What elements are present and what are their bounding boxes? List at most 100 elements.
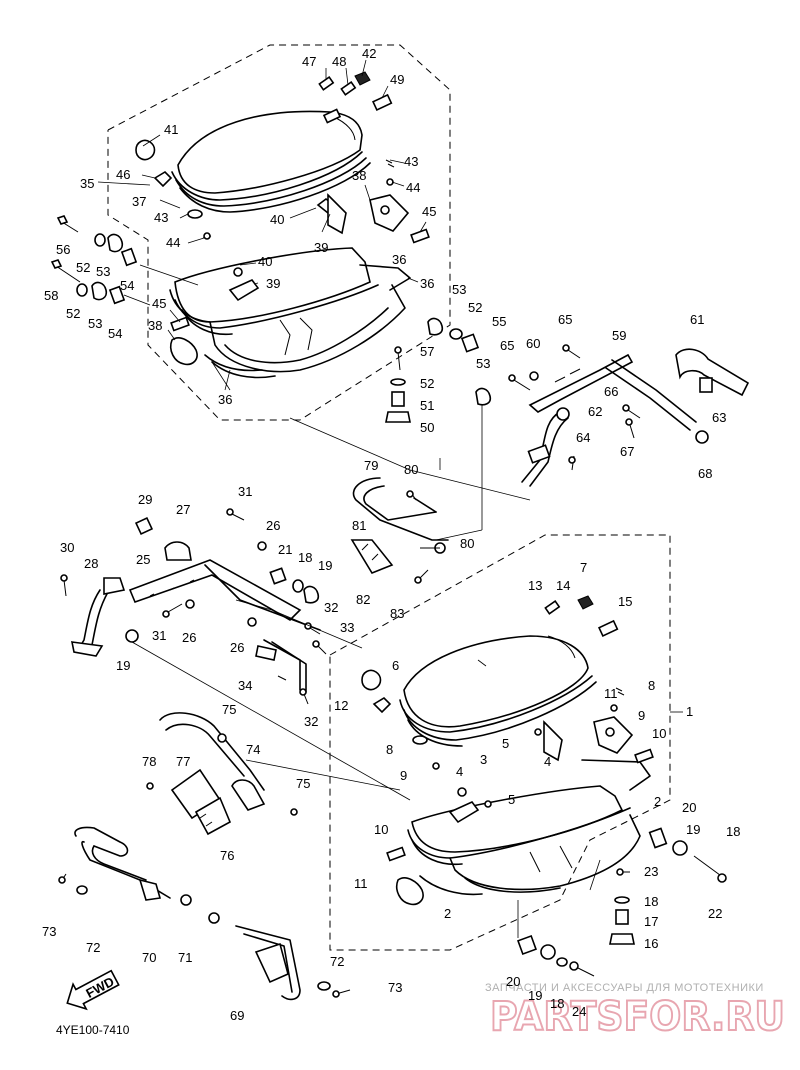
diagram-code: 4YE100-7410 bbox=[56, 1023, 130, 1037]
callout: 80 bbox=[460, 536, 474, 551]
callout: 23 bbox=[644, 864, 658, 879]
callout: 11 bbox=[604, 686, 618, 701]
callout: 35 bbox=[80, 176, 94, 191]
callout: 36 bbox=[218, 392, 232, 407]
upper-small-parts bbox=[135, 71, 430, 366]
callout: 63 bbox=[712, 410, 726, 425]
callout: 66 bbox=[604, 384, 618, 399]
callout: 33 bbox=[340, 620, 354, 635]
callout: 40 bbox=[258, 254, 272, 269]
callout: 28 bbox=[84, 556, 98, 571]
fwd-arrow bbox=[66, 969, 120, 1011]
callout: 13 bbox=[528, 578, 542, 593]
callout: 58 bbox=[44, 288, 58, 303]
callout: 32 bbox=[324, 600, 338, 615]
callout: 22 bbox=[708, 906, 722, 921]
callout: 11 bbox=[354, 876, 368, 891]
callout: 42 bbox=[362, 46, 376, 61]
callout: 5 bbox=[502, 736, 509, 751]
callout: 38 bbox=[148, 318, 162, 333]
callout: 39 bbox=[266, 276, 280, 291]
callout: 8 bbox=[386, 742, 393, 757]
lower-small-parts bbox=[361, 595, 727, 977]
callout: 70 bbox=[142, 950, 156, 965]
callout: 30 bbox=[60, 540, 74, 555]
callout: 82 bbox=[356, 592, 370, 607]
callout-labels: 47 48 42 49 41 46 35 43 44 38 37 43 44 4… bbox=[42, 46, 740, 1023]
lower-bag-body bbox=[407, 759, 651, 896]
callout: 9 bbox=[638, 708, 645, 723]
callout: 71 bbox=[178, 950, 192, 965]
callout: 26 bbox=[230, 640, 244, 655]
callout: 78 bbox=[142, 754, 156, 769]
callout: 81 bbox=[352, 518, 366, 533]
callout: 9 bbox=[400, 768, 407, 783]
callout: 67 bbox=[620, 444, 634, 459]
callout: 2 bbox=[654, 794, 661, 809]
callout: 57 bbox=[420, 344, 434, 359]
callout: 76 bbox=[220, 848, 234, 863]
callout: 83 bbox=[390, 606, 404, 621]
callout: 48 bbox=[332, 54, 346, 69]
callout: 62 bbox=[588, 404, 602, 419]
callout: 18 bbox=[298, 550, 312, 565]
callout: 44 bbox=[166, 235, 180, 250]
callout: 65 bbox=[500, 338, 514, 353]
callout: 16 bbox=[644, 936, 658, 951]
callout: 53 bbox=[452, 282, 466, 297]
callout: 75 bbox=[296, 776, 310, 791]
callout: 15 bbox=[618, 594, 632, 609]
callout: 19 bbox=[686, 822, 700, 837]
callout: 38 bbox=[352, 168, 366, 183]
callout: 31 bbox=[238, 484, 252, 499]
callout: 45 bbox=[152, 296, 166, 311]
callout: 17 bbox=[644, 914, 658, 929]
watermark-top-text: ЗАПЧАСТИ И АКСЕССУАРЫ ДЛЯ МОТОТЕХНИКИ bbox=[485, 982, 764, 994]
callout: 54 bbox=[108, 326, 122, 341]
callout: 53 bbox=[88, 316, 102, 331]
callout: 52 bbox=[420, 376, 434, 391]
upper-bag-body bbox=[169, 247, 411, 379]
callout: 73 bbox=[42, 924, 56, 939]
callout: 73 bbox=[388, 980, 402, 995]
callout: 50 bbox=[420, 420, 434, 435]
callout: 51 bbox=[420, 398, 434, 413]
callout: 29 bbox=[138, 492, 152, 507]
left-fasteners bbox=[50, 215, 138, 305]
callout: 7 bbox=[580, 560, 587, 575]
callout: 68 bbox=[698, 466, 712, 481]
callout: 59 bbox=[612, 328, 626, 343]
callout: 26 bbox=[266, 518, 280, 533]
fwd-label: FWD bbox=[83, 974, 116, 1001]
callout: 54 bbox=[120, 278, 134, 293]
footpeg-brackets bbox=[146, 712, 298, 836]
callout: 2 bbox=[444, 906, 451, 921]
callout: 79 bbox=[364, 458, 378, 473]
callout: 80 bbox=[404, 462, 418, 477]
callout: 47 bbox=[302, 54, 316, 69]
callout: 37 bbox=[132, 194, 146, 209]
callout: 56 bbox=[56, 242, 70, 257]
callout: 39 bbox=[314, 240, 328, 255]
callout: 21 bbox=[278, 542, 292, 557]
callout: 12 bbox=[334, 698, 348, 713]
lower-bag-group-outline bbox=[329, 534, 671, 951]
callout: 14 bbox=[556, 578, 570, 593]
callout: 72 bbox=[86, 940, 100, 955]
callout: 74 bbox=[246, 742, 260, 757]
callout: 4 bbox=[456, 764, 463, 779]
callout: 49 bbox=[390, 72, 404, 87]
callout: 61 bbox=[690, 312, 704, 327]
callout: 24 bbox=[572, 1004, 586, 1019]
callout: 36 bbox=[392, 252, 406, 267]
callout: 41 bbox=[164, 122, 178, 137]
callout: 3 bbox=[480, 752, 487, 767]
callout: 10 bbox=[374, 822, 388, 837]
callout: 52 bbox=[66, 306, 80, 321]
callout: 69 bbox=[230, 1008, 244, 1023]
callout: 52 bbox=[468, 300, 482, 315]
callout: 4 bbox=[544, 754, 551, 769]
callout: 20 bbox=[682, 800, 696, 815]
callout: 20 bbox=[506, 974, 520, 989]
